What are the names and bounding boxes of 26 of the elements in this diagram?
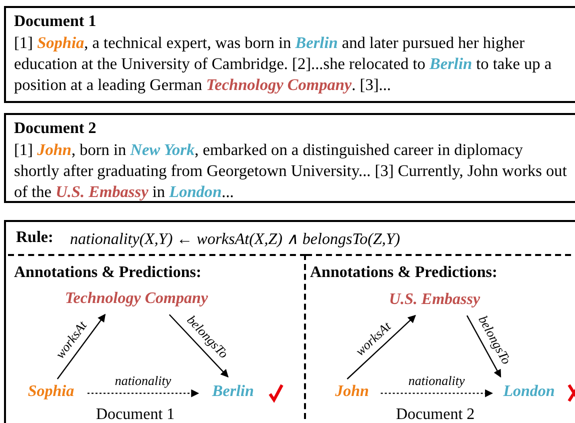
document-title: Document 2: [14, 119, 98, 139]
graph-caption: Document 2: [396, 406, 475, 423]
edge-label: nationality: [114, 373, 172, 390]
entity-label: Sophia: [16, 383, 86, 405]
rule-panel: [4, 220, 575, 423]
entity-label: John: [324, 383, 380, 405]
entity-label: London: [496, 383, 562, 405]
document-card: [4, 6, 575, 103]
arrow: [380, 389, 494, 398]
arrow: [56, 314, 106, 380]
rule-label: Rule:: [16, 229, 54, 247]
arrow: [466, 315, 502, 378]
document-title: Document 1: [14, 12, 98, 32]
document-text: [1] John, born in New York, embarked on a distinguished career in diplomacy shortly after graduating from Georgetown University... [3] Currently, John works out of the U.S. Embassy in London...: [14, 139, 568, 202]
rule-formula: nationality(X,Y) ← worksAt(X,Z) ∧ belongsTo(Z,Y): [70, 230, 400, 249]
arrow: [88, 389, 200, 398]
entity-label: U.S. Embassy: [377, 291, 492, 313]
arrow: [346, 314, 416, 380]
entity-label: Berlin: [202, 383, 264, 405]
panel-title: Annotations & Predictions:: [14, 264, 202, 282]
document-card: [4, 113, 575, 203]
graph-caption: Document 1: [96, 406, 175, 423]
document-text: [1] Sophia, a technical expert, was born in Berlin and later pursued her higher education at the University of Cambridge. [2]...she relocated to Berlin to take up a position at a leading German Technology Company. [3]...: [14, 32, 553, 95]
panel-title: Annotations & Predictions:: [310, 264, 498, 282]
arrow: [168, 314, 229, 378]
edge-label: nationality: [408, 373, 465, 390]
